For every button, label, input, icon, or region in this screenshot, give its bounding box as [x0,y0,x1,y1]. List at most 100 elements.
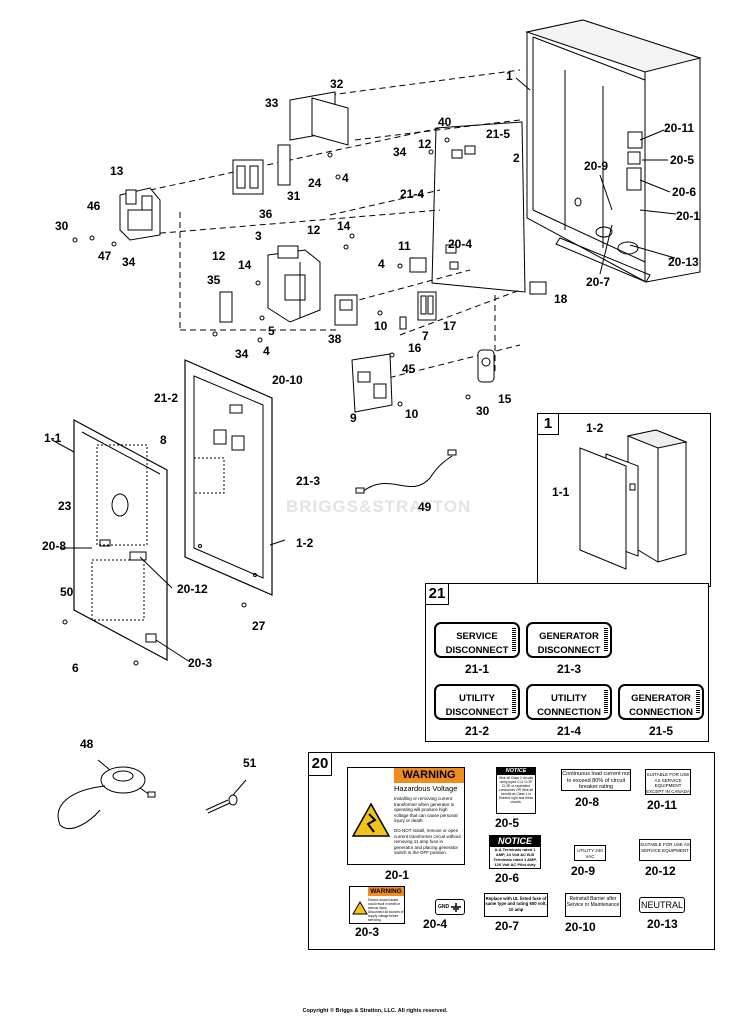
callout-label: 1-1 [552,485,570,499]
callout-label: 46 [87,199,101,213]
decal-header: NOTICE [497,768,535,775]
callout-label: 47 [98,249,112,263]
callout-label: 7 [422,329,429,343]
decal-text: DO NOT install, remove or open current t… [394,828,461,855]
barcode-mark [604,628,608,652]
decal-20-1: WARNING Hazardous Voltage Installing or … [347,767,465,865]
label-part-number: 21-5 [648,724,674,738]
label-part-number: 21-4 [556,724,582,738]
callout-label: 32 [330,77,344,91]
decal-part-number: 20-7 [495,919,520,933]
callout-label: 12 [307,223,321,237]
contactor-part [119,187,161,241]
label-line1: GENERATOR [539,631,599,642]
callout-label: 2 [513,151,520,165]
callout-label: 31 [287,189,301,203]
callout-label: 1 [506,69,513,83]
inset-door-assembly: 1 1-2 1-1 [537,413,711,587]
callout-label: 20-4 [448,237,473,251]
callout-label: 20-9 [584,159,609,173]
decal-20-7: Replace with UL listed fuse of same type… [484,893,548,917]
decal-20-4: GND [435,899,465,915]
callout-label: 34 [393,145,407,159]
inset-tag: 20 [308,752,332,776]
callout-label: 20-11 [664,121,695,135]
callout-label: 9 [350,411,357,425]
callout-label: 10 [374,319,388,333]
inset-tag: 1 [537,413,559,435]
callout-label: 20-1 [676,209,701,223]
bracket-part [289,91,349,146]
switch-label-decal: GENERATOR DISCONNECT [526,622,612,658]
label-line1: UTILITY [551,693,587,704]
decal-20-8: Continuous load current not to exceed 80… [561,769,631,791]
decal-20-12: SUITABLE FOR USE AS SERVICE EQUIPMENT [639,839,691,861]
barcode-mark [512,628,516,652]
decal-subtitle: Hazardous Voltage [394,784,458,793]
callout-label: 4 [378,257,385,271]
shock-warning-icon [351,802,391,837]
front-door-part [73,418,168,662]
barcode-mark [512,690,516,714]
callout-label: 20-5 [670,153,695,167]
label-part-number: 21-1 [464,662,490,676]
decal-part-number: 20-10 [565,920,596,934]
decal-part-number: 20-11 [647,798,678,812]
decal-text: Replace with UL listed fuse of same type… [485,896,547,912]
callout-label: 13 [110,164,124,178]
callout-label: 12 [212,249,226,263]
back-panel-part [431,121,526,293]
label-line1: UTILITY [459,693,495,704]
current-transformer-part [57,766,156,830]
callout-label: 18 [554,292,568,306]
callout-label: 30 [476,404,490,418]
callout-label: 50 [60,585,74,599]
decal-text: GND [438,904,450,910]
callout-label: 30 [55,219,69,233]
label-line2: DISCONNECT [445,645,509,656]
callout-label: 20-7 [586,275,611,289]
callout-label: 17 [443,319,457,333]
inset-decals: 20 WARNING Hazardous Voltage Installing … [308,752,715,950]
callout-label: 3 [255,229,262,243]
connector-part [529,281,547,295]
decal-header: WARNING [394,768,464,783]
callout-label: 40 [438,115,452,129]
decal-text: UTILITY 240 VAC [577,848,603,859]
decal-text: SUITABLE FOR USE AS SERVICE EQUIPMENT [640,842,690,853]
decal-20-3: WARNING Electric shock hazard could resu… [349,886,405,924]
callout-label: 20-10 [272,373,303,387]
decal-text: Installing or removing current transform… [394,796,458,823]
decal-text: NEUTRAL [640,900,683,910]
callout-label: 1-1 [44,431,62,445]
callout-label: 20-6 [672,185,697,199]
label-line1: GENERATOR [631,693,691,704]
circuit-board-part [351,353,393,413]
callout-label: 51 [243,756,257,770]
callout-label: 1-2 [296,536,314,550]
label-line2: DISCONNECT [537,645,601,656]
callout-label: 21-5 [486,127,511,141]
decal-20-6: NOTICE A-A Terminals rated 1 AMP, 24 Vol… [489,835,541,869]
fuse-part [399,316,407,330]
decal-text: A-A Terminals rated 1 AMP, 24 Volt AC B-… [493,847,537,867]
callout-label: 49 [418,500,432,514]
callout-label: 4 [342,171,349,185]
decal-text: SUITABLE FOR USE AS SERVICE EQUIPMENT EX… [646,772,690,794]
decal-part-number: 20-13 [647,917,678,931]
decal-20-11: SUITABLE FOR USE AS SERVICE EQUIPMENT EX… [645,769,691,795]
label-line2: CONNECTION [629,707,693,718]
callout-label: 8 [160,433,167,447]
callout-label: 15 [498,392,512,406]
callout-label: 21-2 [154,391,179,405]
callout-label: 10 [405,407,419,421]
decal-part-number: 20-1 [385,868,410,882]
terminal-block-part [409,257,427,273]
bracket-small-part [219,291,233,323]
label-line2: CONNECTION [537,707,601,718]
decal-text: Reinstall Barrier after Service or Maint… [566,896,620,908]
decal-header: NOTICE [490,836,540,847]
